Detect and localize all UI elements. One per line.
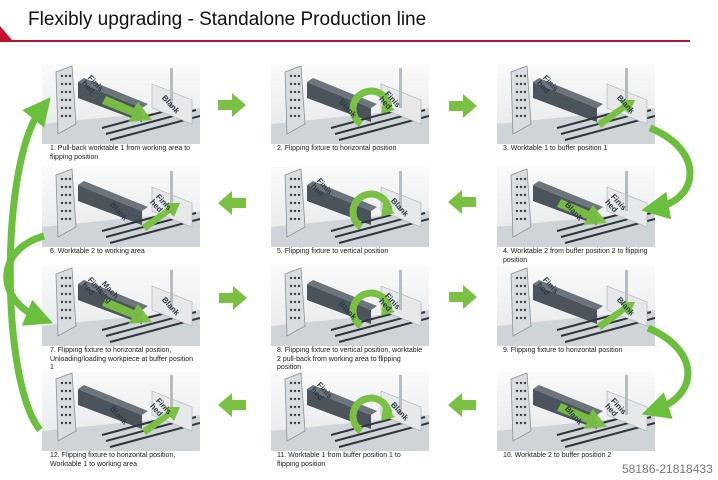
brand-corner-mark [0, 26, 12, 40]
step-arrow-left-icon [448, 393, 476, 422]
machine-graphic [497, 372, 655, 451]
machine-graphic [271, 372, 429, 451]
step-arrow-right-icon [449, 285, 477, 314]
step-caption: 7. Flipping fixture to horizontal positi… [50, 347, 194, 371]
step-illustration [497, 167, 655, 247]
step-illustration [271, 371, 429, 451]
machine-graphic [271, 168, 429, 247]
page-title: Flexibly upgrading - Standalone Producti… [28, 9, 427, 30]
step-illustration [271, 266, 429, 346]
step-illustration [42, 167, 200, 247]
machine-graphic [497, 267, 655, 346]
step-caption: 8. Flipping fixture to vertical position… [277, 347, 423, 371]
step-illustration [497, 64, 655, 144]
flow-curve-right-1 [641, 124, 694, 220]
step-illustration [271, 64, 429, 144]
step-caption: 12. Flipping fixture to horizontal posit… [50, 452, 176, 468]
step-arrow-left-icon [448, 190, 476, 219]
machine-graphic [497, 168, 655, 247]
step-caption: 9. Flipping fixture to horizontal positi… [503, 347, 623, 354]
step-caption: 4. Worktable 2 from buffer position 2 to… [503, 248, 648, 264]
machine-graphic [271, 267, 429, 346]
machine-graphic [271, 65, 429, 144]
step-caption: 3. Worktable 1 to buffer position 1 [503, 145, 608, 152]
step-illustration [271, 167, 429, 247]
machine-graphic [42, 372, 200, 451]
machine-graphic [497, 65, 655, 144]
step-arrow-left-icon [218, 191, 246, 220]
step-arrow-right-icon [219, 286, 247, 315]
machine-graphic [42, 168, 200, 247]
step-illustration [42, 371, 200, 451]
title-divider [0, 40, 690, 42]
flow-curve-left-return [6, 97, 51, 433]
step-arrow-right-icon [449, 94, 477, 123]
reference-id: 58186-21818433 [622, 462, 713, 476]
step-illustration [42, 266, 200, 346]
step-caption: 2. Flipping fixture to horizontal positi… [277, 145, 397, 152]
step-caption: 5. Flipping fixture to vertical position [277, 248, 389, 255]
step-illustration [497, 266, 655, 346]
machine-graphic [42, 267, 200, 346]
step-illustration [497, 371, 655, 451]
step-arrow-right-icon [218, 93, 246, 122]
step-caption: 10. Worktable 2 to buffer position 2 [503, 452, 612, 459]
flow-curve-left-2 [3, 232, 53, 326]
step-caption: 1. Pull-back worktable 1 from working ar… [50, 145, 191, 161]
machine-graphic [42, 65, 200, 144]
step-caption: 11. Worktable 1 from buffer position 1 t… [277, 452, 401, 468]
step-arrow-left-icon [218, 393, 246, 422]
step-caption: 6. Worktable 2 to working area [50, 248, 145, 255]
step-illustration [42, 64, 200, 144]
